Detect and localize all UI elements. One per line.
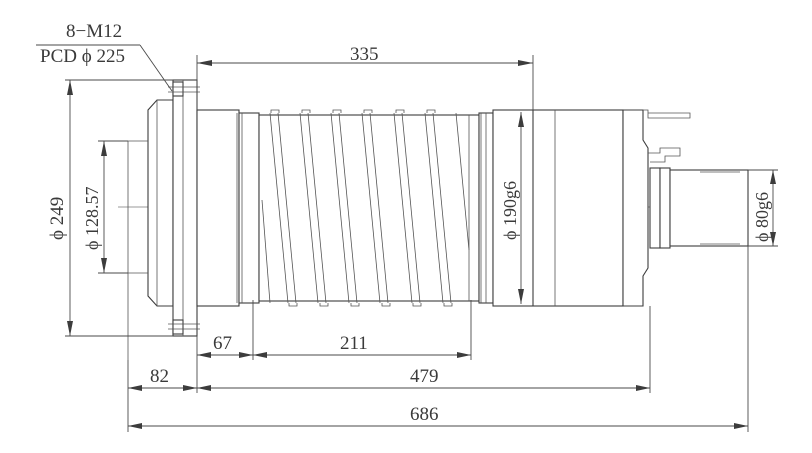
dim-phi-80g6: ϕ 80g6 [748,169,778,247]
dim-phi-128-57-label: ϕ 128.57 [82,187,102,250]
dim-phi-80g6-label: ϕ 80g6 [752,192,772,242]
dim-phi-249: ϕ 249 [47,79,173,337]
dim-phi-249-label: ϕ 249 [47,197,68,240]
dim-67-211: 67 211 [197,300,472,360]
housing-body [196,109,749,307]
dim-686-label: 686 [410,404,439,425]
dim-82-label: 82 [150,366,169,387]
dim-211-label: 211 [340,333,368,354]
dim-479-label: 479 [410,366,439,387]
dim-phi-128-57: ϕ 128.57 [82,140,128,274]
dim-67-label: 67 [213,333,232,354]
bolt-callout: 8−M12 PCD ϕ 225 [36,21,173,92]
dim-335-label: 335 [350,44,379,65]
dim-phi-190g6: ϕ 190g6 [500,112,524,304]
dim-phi-190g6-label: ϕ 190g6 [500,181,520,240]
spiral-cooling-grooves [261,112,470,304]
callout-line2: PCD ϕ 225 [40,46,125,67]
callout-line1: 8−M12 [66,21,122,42]
dim-335: 335 [196,44,534,110]
dim-82-479: 82 479 [128,306,651,393]
dim-686: 686 [127,246,749,432]
front-flange [127,79,200,360]
